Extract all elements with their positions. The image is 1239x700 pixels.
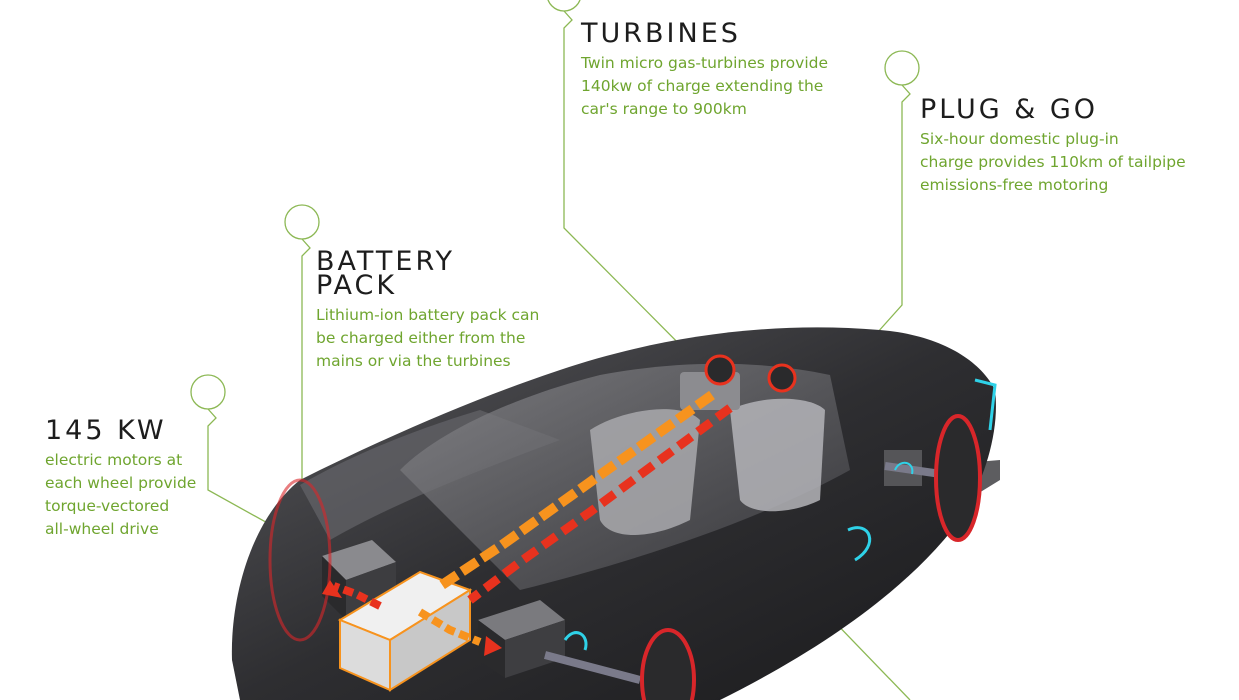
flow-arrow-turbine-to-battery-1 xyxy=(439,390,715,590)
battery-pack-description: Lithium-ion battery pack can be charged … xyxy=(316,306,540,370)
battery-pack-side xyxy=(389,588,471,692)
cyan-light-front xyxy=(563,631,588,651)
rear-motor-box-side xyxy=(505,620,565,678)
callout-plug-and-go: PLUG & GO Six-hour domestic plug-in char… xyxy=(920,94,1220,197)
cyan-light-side xyxy=(847,526,872,562)
battery-pack-title: BATTERY PACK xyxy=(316,246,455,301)
turbine-rotor xyxy=(704,354,736,386)
front-axle xyxy=(543,651,642,684)
flow-arrow-battery-to-front xyxy=(332,582,382,610)
callout-145kw-motors: 145 KW electric motors at each wheel pro… xyxy=(45,415,245,541)
callout-turbines: TURBINES Twin micro gas-turbines provide… xyxy=(581,18,881,121)
callout-battery-pack: BATTERY PACK Lithium-ion battery pack ca… xyxy=(316,246,576,373)
motors-title: 145 KW xyxy=(45,415,167,446)
front-motor-box xyxy=(322,540,396,580)
motors-marker-circle xyxy=(190,374,226,410)
flow-arrow-battery-to-rear xyxy=(417,608,482,646)
turbines-leader-line xyxy=(563,10,711,376)
motors-description: electric motors at each wheel provide to… xyxy=(45,451,197,538)
battery-marker-circle xyxy=(284,204,320,240)
wheel-front-left-glow xyxy=(268,478,332,642)
turbines-description: Twin micro gas-turbines provide 140kw of… xyxy=(581,54,829,118)
plug-and-go-title: PLUG & GO xyxy=(920,94,1099,125)
flow-arrow-turbine-to-battery-2 xyxy=(467,404,733,604)
turbines-title: TURBINES xyxy=(581,18,741,49)
cyan-light-rear xyxy=(974,378,997,431)
flow-arrowhead-front xyxy=(322,580,342,598)
wheel-front-right xyxy=(640,628,696,700)
car-illustration xyxy=(231,327,1000,700)
flow-arrowhead-rear xyxy=(484,636,502,656)
seat-right xyxy=(730,398,825,512)
energy-flow-arrows xyxy=(322,390,733,656)
turbines-marker-circle xyxy=(547,0,581,12)
plug-marker-circle xyxy=(884,50,920,86)
cyan-light-rear-2 xyxy=(894,461,914,475)
rear-motor-box xyxy=(478,600,565,640)
turbine-rotor-2 xyxy=(767,363,797,393)
wheel-rear-right xyxy=(934,414,982,542)
motors-leader-line xyxy=(207,408,335,561)
plug-and-go-description: Six-hour domestic plug-in charge provide… xyxy=(920,130,1186,194)
